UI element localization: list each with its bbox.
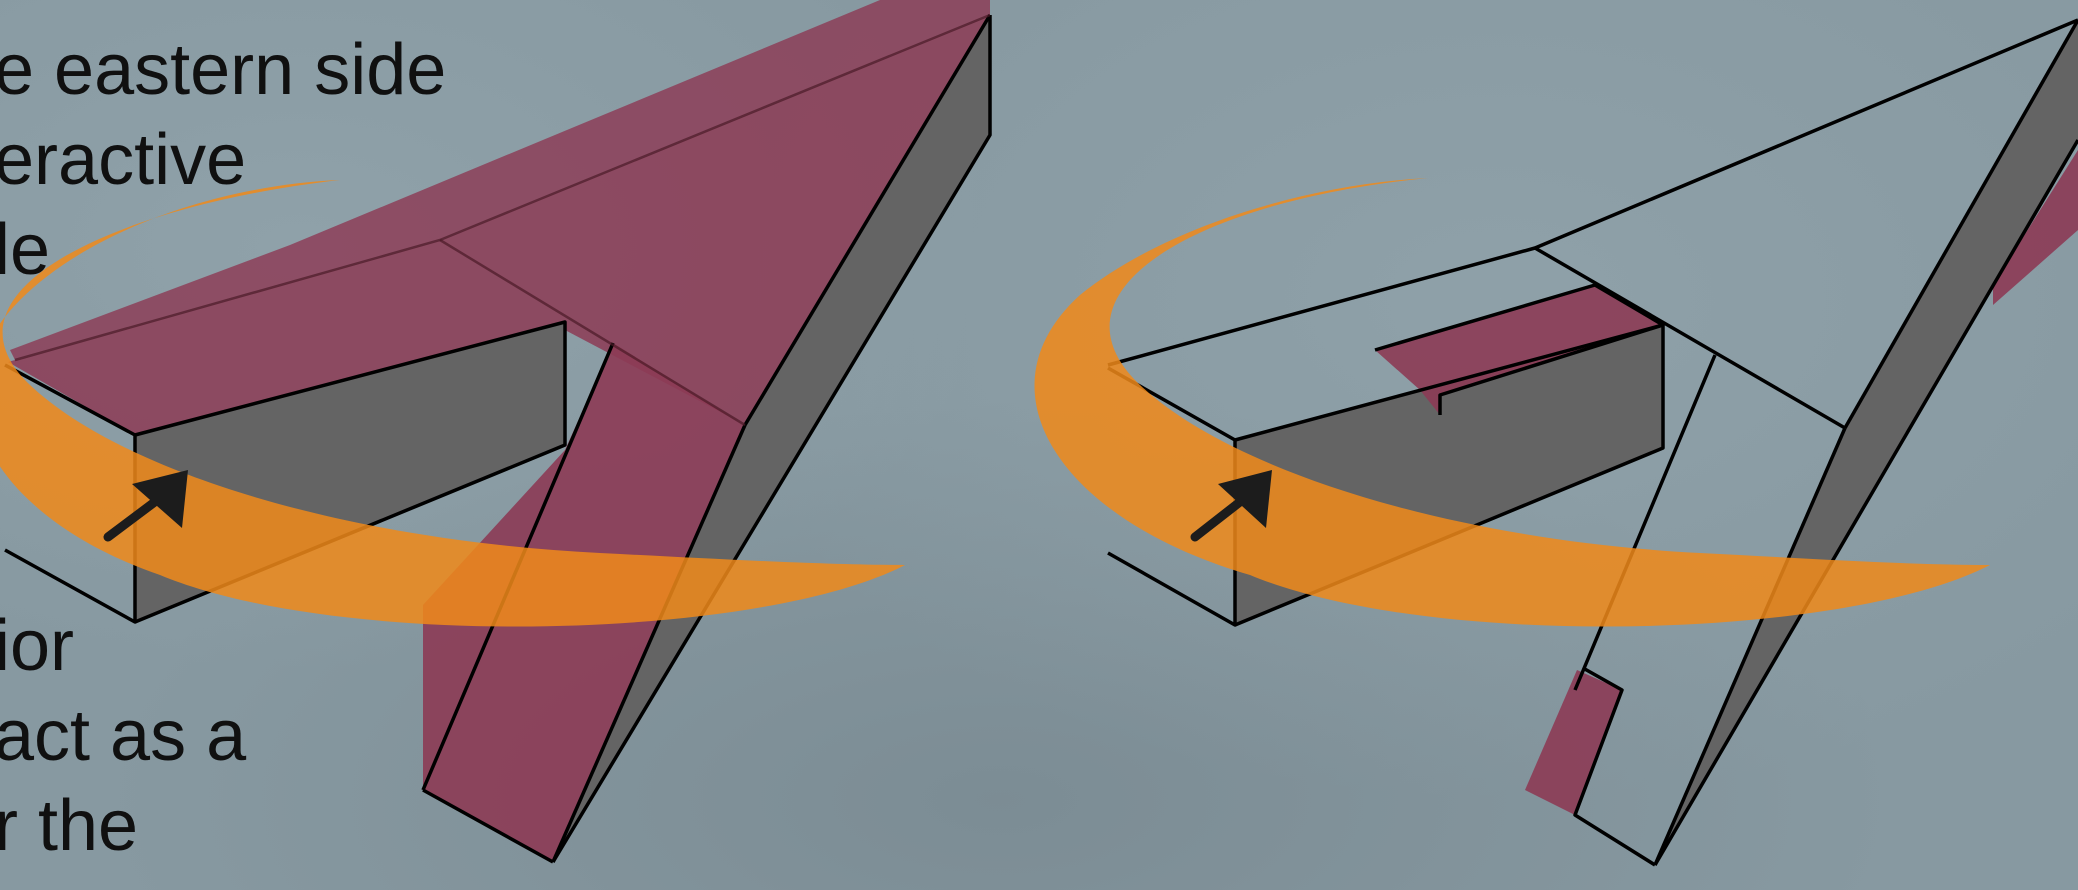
wedge-side-face xyxy=(1655,20,2078,865)
wedge-outline xyxy=(1655,140,2078,865)
model-left xyxy=(5,0,990,862)
model-right xyxy=(1108,20,2078,865)
wall-fragment xyxy=(1525,670,1622,815)
wedge-front-edge xyxy=(1655,428,1845,865)
